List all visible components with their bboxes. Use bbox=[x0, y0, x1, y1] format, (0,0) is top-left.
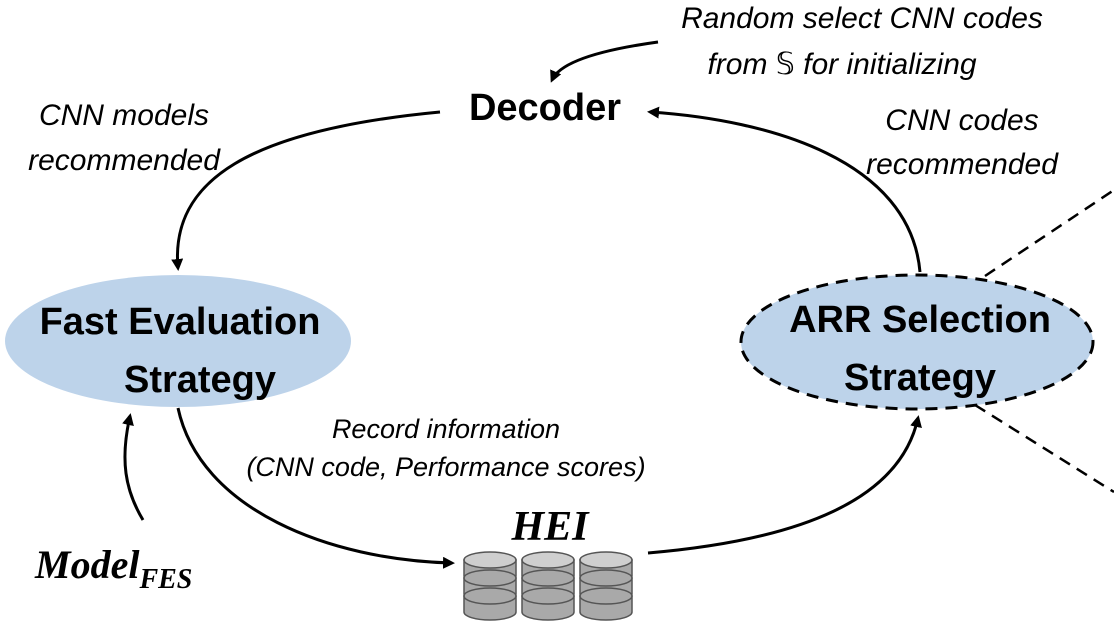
database-cylinder bbox=[521, 551, 575, 621]
zoom-line-top bbox=[984, 188, 1114, 278]
model-fes-label: ModelFES bbox=[34, 542, 192, 595]
arr-label-line1: ARR Selection bbox=[789, 299, 1051, 341]
decoder-node: Decoder bbox=[469, 87, 621, 129]
model-fes-subscript: FES bbox=[138, 564, 192, 595]
hei-to-arr-arrow bbox=[647, 415, 922, 555]
fes-to-hei-arrow bbox=[176, 407, 455, 569]
cnn-codes-label-line1: CNN codes bbox=[885, 104, 1038, 137]
random-init-label-line1: Random select CNN codes bbox=[681, 2, 1043, 35]
record-label-line1: Record information bbox=[332, 414, 560, 444]
random-init-label-line2: from 𝕊 for initializing bbox=[707, 48, 976, 81]
cnn-models-label-line2: recommended bbox=[28, 144, 221, 177]
model-to-fes-arrow bbox=[122, 413, 145, 521]
database-icon bbox=[463, 551, 633, 621]
record-label-line2: (CNN code, Performance scores) bbox=[246, 452, 645, 482]
decoder-to-fes-arrow bbox=[171, 110, 441, 271]
cnn-models-label-line1: CNN models bbox=[39, 99, 209, 132]
database-cylinder bbox=[579, 551, 633, 621]
arr-to-decoder-arrow bbox=[647, 106, 922, 273]
arr-label-line2: Strategy bbox=[844, 357, 996, 399]
fes-label-line2: Strategy bbox=[124, 359, 276, 401]
model-fes-main: Model bbox=[34, 542, 140, 587]
fes-label-line1: Fast Evaluation bbox=[40, 301, 321, 343]
init-to-decoder-arrow bbox=[550, 40, 659, 83]
fes-node bbox=[5, 275, 351, 407]
hei-label: HEI bbox=[510, 504, 590, 550]
cnn-codes-label-line2: recommended bbox=[866, 148, 1059, 181]
arr-node bbox=[739, 273, 1095, 411]
zoom-line-bottom bbox=[974, 403, 1114, 494]
database-cylinder bbox=[463, 551, 517, 621]
